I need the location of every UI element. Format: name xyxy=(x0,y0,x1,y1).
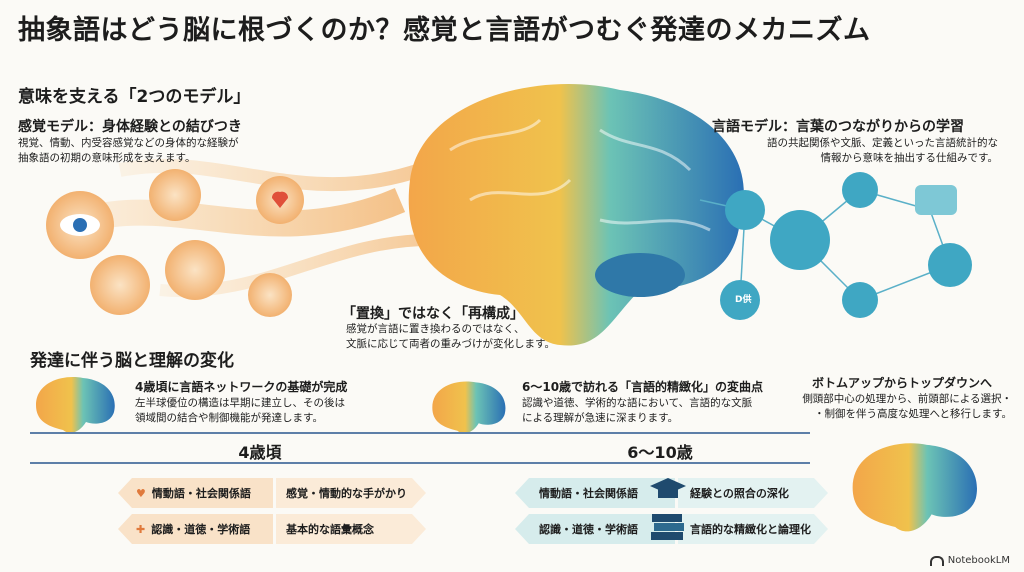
models-heading: 意味を支える「2つのモデル」 xyxy=(18,87,251,107)
puzzle-icon: ✚ xyxy=(136,522,146,536)
stage2-desc-line: による理解が急速に深まります。 xyxy=(522,412,679,424)
left-detail-pill: 感覚・情動的な手がかり xyxy=(276,478,426,508)
language-desc-line: 情報から意味を抽出する仕組みです。 xyxy=(820,152,998,164)
reconstruction-title: 「置換」ではなく「再構成」 xyxy=(342,306,524,322)
left-category-pill: ♥ 情動語・社会関係語 xyxy=(118,478,273,508)
language-desc-line: 語の共起関係や文脈、定義といった言語統計的な xyxy=(767,137,998,149)
language-model-desc: 語の共起関係や文脈、定義といった言語統計的な 情報から意味を抽出する仕組みです。 xyxy=(752,136,998,166)
age-label-4: 4歳頃 xyxy=(238,443,282,462)
detail-label: 言語的な精緻化と論理化 xyxy=(690,523,811,536)
right-category-pill: 情動語・社会関係語 xyxy=(515,478,675,508)
category-label: 情動語・社会関係語 xyxy=(151,487,251,500)
sensory-desc-line: 視覚、情動、内受容感覚などの身体的な経験が xyxy=(18,137,239,149)
age-label-6-10: 6〜10歳 xyxy=(627,443,693,462)
stage2-desc: 認識や道徳、学術的な語において、言語的な文脈 による理解が急速に深まります。 xyxy=(522,396,752,426)
stage1-title: 4歳頃に言語ネットワークの基礎が完成 xyxy=(135,380,348,394)
timeline-rule xyxy=(30,432,810,434)
stage1-desc-line: 領域間の結合や制御機能が発達します。 xyxy=(135,412,323,424)
reconstruction-desc-line: 文脈に応じて両者の重みづけが変化します。 xyxy=(346,338,555,350)
book-label: D供 xyxy=(735,295,752,305)
category-label: 情動語・社会関係語 xyxy=(539,487,638,500)
stage3-desc-line: 側頭部中心の処理から、前頭部による選択・ xyxy=(802,393,1012,405)
right-category-pill: 認識・道徳・学術語 xyxy=(515,514,675,544)
detail-label: 経験との照合の深化 xyxy=(690,487,789,500)
sensory-model-desc: 視覚、情動、内受容感覚などの身体的な経験が 抽象語の初期の意味形成を支えます。 xyxy=(18,136,239,166)
graduation-cap-icon xyxy=(650,478,686,498)
detail-label: 基本的な語彙概念 xyxy=(286,523,374,536)
stage1-desc-line: 左半球優位の構造は早期に建立し、その後は xyxy=(135,397,345,409)
stage3-desc-line: ・制御を伴う高度な処理へと移行します。 xyxy=(814,408,1012,420)
notebooklm-logo-icon xyxy=(929,555,944,566)
brand-label: NotebookLM xyxy=(947,555,1010,566)
stage1-desc: 左半球優位の構造は早期に建立し、その後は 領域間の結合や制御機能が発達します。 xyxy=(135,396,345,426)
stage2-desc-line: 認識や道徳、学術的な語において、言語的な文脈 xyxy=(522,397,753,409)
brand-footer: NotebookLM xyxy=(929,555,1010,566)
sensory-desc-line: 抽象語の初期の意味形成を支えます。 xyxy=(18,152,196,164)
category-label: 認識・道徳・学術語 xyxy=(539,523,638,536)
page-title: 抽象語はどう脳に根づくのか？感覚と言語がつむぐ発達のメカニズム xyxy=(18,15,871,46)
right-detail-pill: 経験との照合の深化 xyxy=(678,478,828,508)
timeline-rule xyxy=(30,462,810,464)
category-label: 認識・道徳・学術語 xyxy=(151,523,251,536)
development-heading: 発達に伴う脳と理解の変化 xyxy=(30,351,234,371)
detail-label: 感覚・情動的な手がかり xyxy=(286,487,407,500)
right-detail-pill: 言語的な精緻化と論理化 xyxy=(678,514,828,544)
reconstruction-desc: 感覚が言語に置き換わるのではなく、 文脈に応じて両者の重みづけが変化します。 xyxy=(346,322,555,352)
brain-large-icon xyxy=(852,443,977,532)
stage3-title: ボトムアップからトップダウンへ xyxy=(812,376,993,390)
brain-illustration xyxy=(46,84,972,346)
brain-small-icon xyxy=(36,377,115,433)
left-category-pill: ✚ 認識・道徳・学術語 xyxy=(118,514,273,544)
stage2-title: 6〜10歳で訪れる「言語的精緻化」の変曲点 xyxy=(522,380,764,394)
language-model-title: 言語モデル：言葉のつながりからの学習 xyxy=(712,119,964,135)
reconstruction-desc-line: 感覚が言語に置き換わるのではなく、 xyxy=(346,323,525,335)
sensory-model-title: 感覚モデル：身体経験との結びつき xyxy=(18,119,242,135)
heart-person-icon: ♥ xyxy=(136,486,146,500)
books-icon xyxy=(651,514,684,540)
stage3-desc: 側頭部中心の処理から、前頭部による選択・ ・制御を伴う高度な処理へと移行します。 xyxy=(800,392,1012,422)
brain-small-icon xyxy=(432,381,506,434)
left-detail-pill: 基本的な語彙概念 xyxy=(276,514,426,544)
